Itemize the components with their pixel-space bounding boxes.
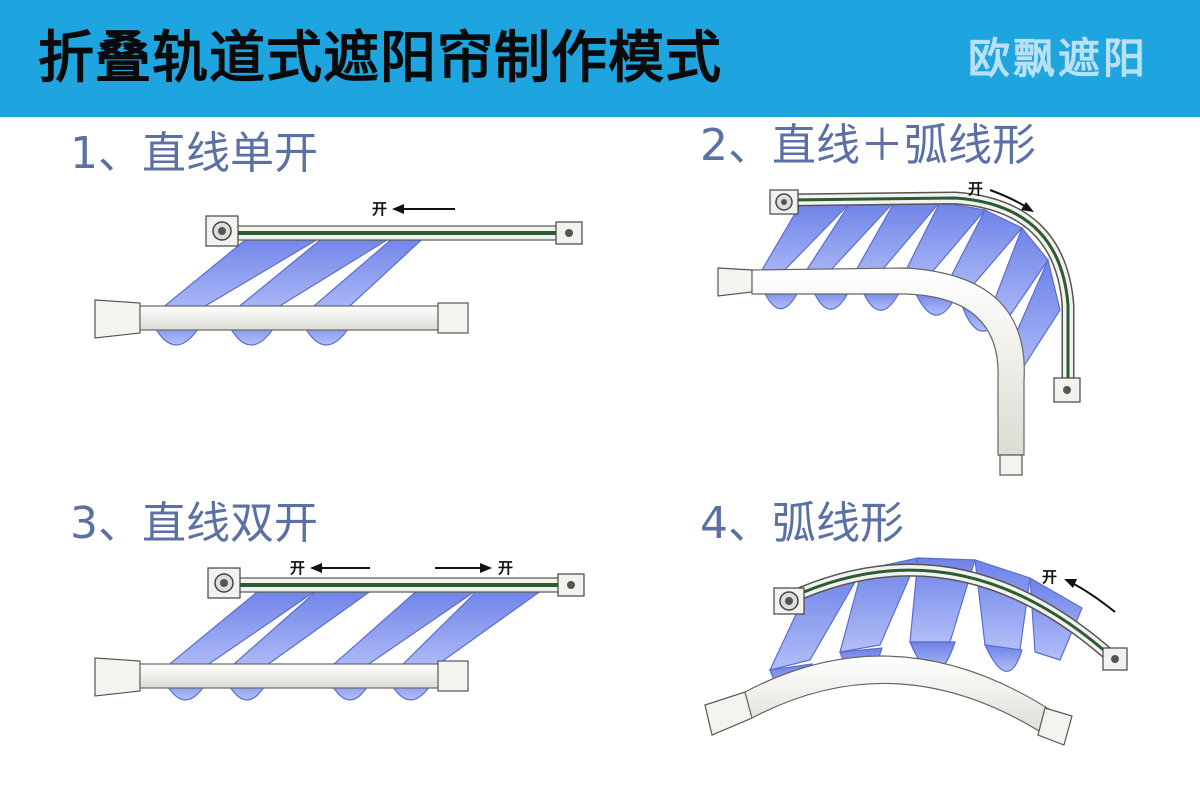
direction-arrow-icon: [435, 563, 492, 573]
top-rail-1: [205, 215, 583, 247]
top-rail-3: [207, 567, 585, 599]
open-mark: 开: [968, 180, 983, 198]
brand-watermark: 欧飘遮阳: [967, 34, 1148, 83]
direction-arrow-icon: [310, 563, 370, 573]
bottom-bar-3: [94, 657, 469, 697]
diagram-arc: 开: [704, 557, 1128, 746]
direction-arrow-icon: [1064, 579, 1116, 613]
panel-4-label: 4、弧线形: [700, 498, 904, 549]
top-rail-2: [769, 189, 1081, 403]
direction-arrow-icon: [989, 189, 1034, 212]
open-mark: 开: [372, 200, 387, 218]
panel-1-label: 1、直线单开: [70, 128, 318, 179]
bottom-bar-1: [94, 299, 469, 339]
page-title: 折叠轨道式遮阳帘制作模式: [38, 26, 722, 91]
diagram-straight-single: 开: [94, 200, 583, 346]
bottom-bar-4: [704, 655, 1073, 746]
top-rail-4: [773, 563, 1128, 671]
panel-2-label: 2、直线＋弧线形: [700, 120, 1036, 171]
panel-3-label: 3、直线双开: [70, 498, 318, 549]
diagram-straight-double: 开 开: [94, 559, 585, 701]
diagram-straight-plus-arc: 开: [717, 180, 1081, 476]
direction-arrow-icon: [392, 204, 455, 214]
header-bar: 折叠轨道式遮阳帘制作模式 欧飘遮阳: [0, 0, 1200, 117]
bottom-bar-2: [717, 267, 1025, 476]
open-mark: 开: [498, 559, 513, 577]
open-mark: 开: [1042, 568, 1057, 586]
open-mark: 开: [290, 559, 305, 577]
